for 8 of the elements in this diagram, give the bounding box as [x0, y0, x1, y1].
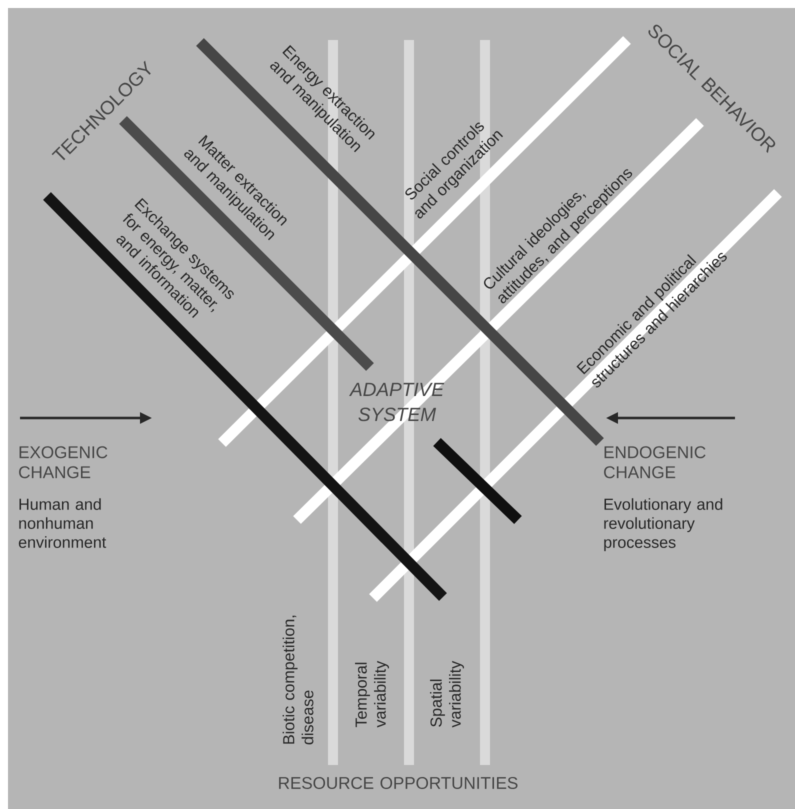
bar-label: Biotic competition, disease — [282, 616, 314, 744]
change-description: Evolutionary and revolutionary processes — [604, 498, 722, 552]
bar-label: Temporal variability — [355, 660, 389, 728]
axis-heading: RESOURCE OPPORTUNITIES — [279, 776, 518, 790]
change-description: Human and nonhuman environment — [18, 498, 106, 548]
change-heading: EXOGENIC CHANGE — [19, 446, 108, 478]
change-heading: ENDOGENIC CHANGE — [604, 446, 706, 478]
bar-label: Spatial variability — [430, 660, 464, 728]
